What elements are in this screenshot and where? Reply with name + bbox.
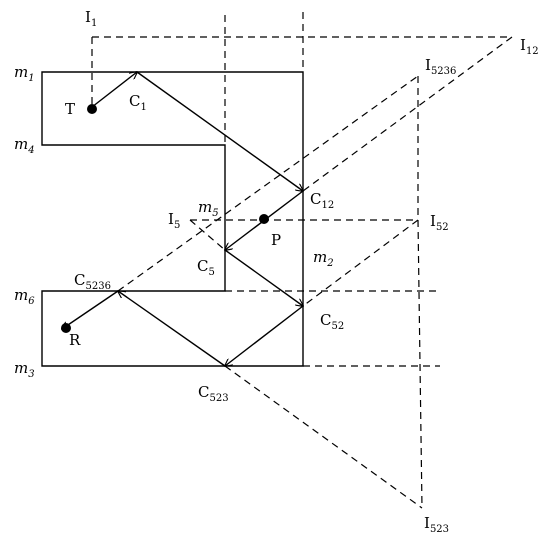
ray-c5236-to-r (62, 290, 119, 329)
point-r (61, 323, 71, 333)
ray-c523-to-c5236 (118, 291, 226, 367)
label-i523: I523 (424, 514, 449, 535)
label-r: R (69, 331, 81, 349)
corridor-outline (41, 71, 304, 367)
label-m5: m5 (198, 198, 219, 219)
label-i12: I12 (520, 36, 539, 57)
label-m6: m6 (14, 286, 35, 307)
label-m2: m2 (313, 248, 334, 269)
label-m3: m3 (14, 359, 35, 380)
label-i1: I1 (85, 8, 97, 29)
dashed-c5236-to-i5236 (117, 75, 419, 292)
ray-path (62, 72, 303, 366)
label-i52: I52 (430, 212, 449, 233)
points (61, 104, 269, 333)
label-i5236: I5236 (425, 56, 456, 77)
label-p: P (271, 231, 281, 249)
point-t (87, 104, 97, 114)
label-m1: m1 (14, 63, 35, 84)
point-p (259, 214, 269, 224)
label-c523: C523 (198, 383, 229, 404)
label-c5: C5 (197, 257, 215, 278)
dashed-i52-to-i523 (417, 219, 423, 509)
label-c1: C1 (129, 92, 147, 113)
corridor-walls (41, 71, 304, 367)
construction-lines (91, 12, 513, 509)
dashed-i12-to-c12 (302, 36, 513, 192)
ray-t-to-c1 (91, 72, 137, 108)
dashed-c523-to-i523 (224, 365, 423, 509)
label-c12: C12 (310, 190, 334, 211)
labels: I1 I12 I5236 I5 I52 I523 m1 m4 m5 m2 m6 … (14, 8, 539, 535)
label-i5: I5 (168, 210, 180, 231)
label-m4: m4 (14, 135, 35, 156)
ray-c5-to-c52 (224, 249, 303, 306)
dashed-p-to-c5 (189, 219, 226, 251)
label-t: T (65, 100, 75, 118)
label-c5236: C5236 (74, 271, 111, 292)
label-c52: C52 (320, 311, 344, 332)
ray-c52-to-c523 (225, 305, 304, 366)
ray-c1-to-c12 (136, 71, 303, 191)
